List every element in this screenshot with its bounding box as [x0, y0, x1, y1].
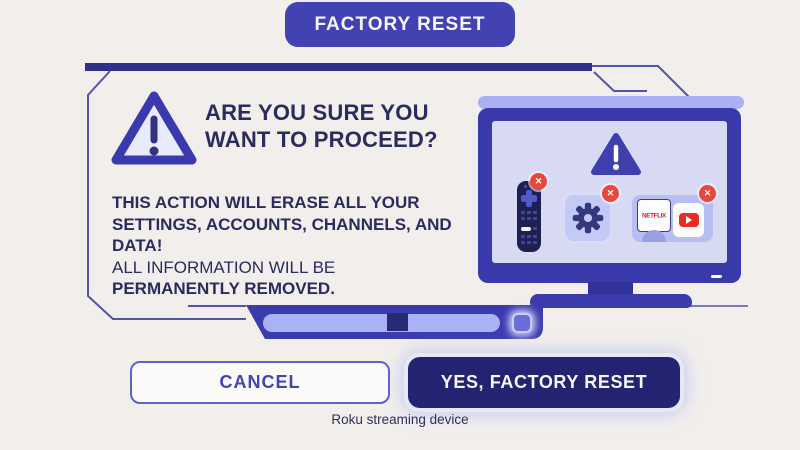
dialog-body-info-text: ALL INFORMATION WILL BE — [112, 257, 336, 277]
tv-screen: NETFLIX ✕ ✕ ✕ — [492, 121, 727, 263]
frame-top-bar — [85, 63, 592, 71]
dialog-heading-line-1: ARE YOU SURE YOU — [205, 100, 429, 125]
netflix-logo: NETFLIX — [637, 199, 671, 232]
cancel-button[interactable]: CANCEL — [130, 361, 390, 404]
title-banner: FACTORY RESET — [285, 2, 515, 47]
device-caption: Roku streaming device — [331, 412, 469, 427]
screen-warning-icon — [591, 133, 641, 175]
remote-icon — [517, 181, 541, 252]
dialog-heading: ARE YOU SURE YOU WANT TO PROCEED? — [205, 99, 438, 153]
youtube-icon — [673, 203, 704, 237]
frame-top-right-line-2 — [593, 71, 647, 92]
x-badge-icon-remote: ✕ — [530, 173, 547, 190]
tv-stand-neck — [588, 282, 633, 296]
avatar-dome — [642, 230, 666, 242]
frame-left-line — [87, 70, 246, 320]
netflix-label: NETFLIX — [642, 211, 666, 220]
dialog-body-warning-text: THIS ACTION WILL ERASE ALL YOUR SETTINGS… — [112, 193, 452, 255]
console-progress-track — [263, 314, 500, 332]
settings-card — [563, 193, 612, 243]
console-slider-handle — [387, 313, 408, 331]
x-badge-icon-channels: ✕ — [699, 185, 716, 202]
frame-top-right-line-1 — [592, 65, 692, 100]
warning-triangle-icon — [111, 91, 197, 165]
tv-illustration: NETFLIX ✕ ✕ ✕ — [478, 108, 741, 283]
dialog-body: THIS ACTION WILL ERASE ALL YOUR SETTINGS… — [112, 192, 490, 300]
tv-stand-base — [530, 294, 692, 308]
tv-top-shelf — [478, 96, 744, 109]
x-badge-icon-settings: ✕ — [602, 185, 619, 202]
tv-power-indicator — [711, 275, 722, 278]
dialog-heading-line-2: WANT TO PROCEED? — [205, 127, 438, 152]
gear-icon — [572, 202, 603, 234]
title-banner-label: FACTORY RESET — [314, 13, 486, 35]
console-power-button — [512, 313, 532, 333]
cancel-button-label: CANCEL — [219, 372, 301, 392]
confirm-button-label: YES, FACTORY RESET — [440, 372, 648, 392]
channels-card: NETFLIX — [632, 195, 713, 242]
confirm-factory-reset-button[interactable]: YES, FACTORY RESET — [408, 357, 680, 408]
dialog-body-permanent-text: PERMANENTLY REMOVED. — [112, 279, 335, 298]
